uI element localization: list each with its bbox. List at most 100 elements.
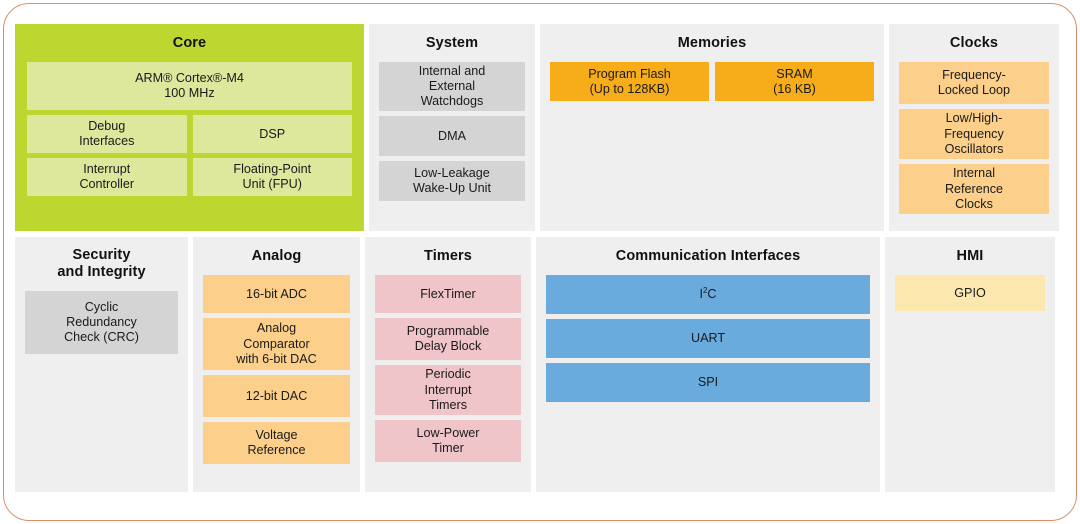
- block-line-1: SRAM: [776, 66, 813, 81]
- core-block-pair-2: Interrupt Controller Floating-Point Unit…: [27, 158, 352, 197]
- panel-hmi: HMI GPIO: [885, 237, 1055, 492]
- block-flextimer[interactable]: FlexTimer: [375, 275, 521, 314]
- block-16-bit-adc[interactable]: 16-bit ADC: [203, 275, 350, 314]
- block-line-2: Redundancy: [66, 315, 137, 330]
- block-spi[interactable]: SPI: [546, 363, 870, 403]
- panel-title-clocks: Clocks: [949, 35, 999, 51]
- clocks-block-list: Frequency- Locked Loop Low/High- Frequen…: [899, 62, 1049, 215]
- block-i2c[interactable]: I2C: [546, 275, 870, 315]
- block-line-1: Periodic: [425, 367, 471, 382]
- block-interrupt-controller[interactable]: Interrupt Controller: [27, 158, 187, 197]
- block-label-pre: SPI: [697, 375, 719, 390]
- panel-analog: Analog 16-bit ADC Analog Comparator with…: [193, 237, 360, 492]
- block-analog-comparator[interactable]: Analog Comparator with 6-bit DAC: [203, 318, 350, 371]
- block-line-1: GPIO: [954, 285, 986, 300]
- system-block-list: Internal and External Watchdogs DMA Low-…: [379, 62, 525, 202]
- block-internal-reference-clocks[interactable]: Internal Reference Clocks: [899, 164, 1049, 215]
- memories-block-list: Program Flash (Up to 128KB) SRAM (16 KB): [550, 62, 874, 102]
- panel-title-hmi: HMI: [956, 248, 984, 264]
- panel-clocks: Clocks Frequency- Locked Loop Low/High- …: [889, 24, 1059, 231]
- block-line-2: Delay Block: [414, 339, 482, 354]
- panel-timers: Timers FlexTimer Programmable Delay Bloc…: [365, 237, 531, 492]
- block-line-1: Programmable: [406, 324, 490, 338]
- block-label-pre: UART: [690, 331, 726, 346]
- block-line-2: Reference: [247, 443, 306, 458]
- block-low-leakage-wakeup-unit[interactable]: Low-Leakage Wake-Up Unit: [379, 161, 525, 202]
- block-line-2: Timer: [432, 441, 464, 456]
- block-label-pre: I: [699, 287, 704, 302]
- block-line-1: ARM® Cortex®-M4: [135, 71, 244, 85]
- diagram-row-top: Core ARM® Cortex®-M4 100 MHz Debug Inter…: [15, 24, 1065, 231]
- block-line-1: 16-bit ADC: [246, 286, 307, 301]
- block-line-2: (Up to 128KB): [589, 81, 670, 96]
- block-gpio[interactable]: GPIO: [895, 275, 1045, 312]
- block-line-2: External: [428, 79, 476, 94]
- block-program-flash[interactable]: Program Flash (Up to 128KB): [550, 62, 709, 102]
- block-line-2: Unit (FPU): [242, 177, 302, 192]
- panel-title-line-2: and Integrity: [57, 264, 146, 281]
- block-line-1: DMA: [438, 128, 466, 143]
- block-dsp[interactable]: DSP: [192, 115, 352, 154]
- block-line-1: Low-Power: [416, 426, 480, 440]
- block-line-2: Controller: [79, 177, 135, 192]
- core-block-pair-1: Debug Interfaces DSP: [27, 115, 352, 154]
- block-low-power-timer[interactable]: Low-Power Timer: [375, 420, 521, 463]
- block-cyclic-redundancy-check[interactable]: Cyclic Redundancy Check (CRC): [25, 291, 178, 355]
- block-line-2: 100 MHz: [164, 86, 215, 101]
- panel-title-core: Core: [172, 35, 207, 51]
- block-label-post: C: [707, 287, 717, 302]
- block-programmable-delay-block[interactable]: Programmable Delay Block: [375, 318, 521, 361]
- diagram-row-bottom: Security and Integrity Cyclic Redundancy…: [15, 237, 1065, 492]
- block-sram[interactable]: SRAM (16 KB): [715, 62, 874, 102]
- block-line-1: Interrupt: [83, 162, 131, 176]
- panel-title-communication-interfaces: Communication Interfaces: [615, 248, 801, 264]
- block-line-1: Analog: [256, 321, 297, 336]
- block-frequency-locked-loop[interactable]: Frequency- Locked Loop: [899, 62, 1049, 105]
- panel-security-and-integrity: Security and Integrity Cyclic Redundancy…: [15, 237, 188, 492]
- block-line-2: Frequency: [944, 126, 1004, 141]
- block-line-2: Wake-Up Unit: [413, 181, 491, 196]
- block-line-1: Low-Leakage: [414, 166, 490, 180]
- block-line-1: DSP: [259, 126, 286, 141]
- panel-core: Core ARM® Cortex®-M4 100 MHz Debug Inter…: [15, 24, 364, 231]
- block-dma[interactable]: DMA: [379, 116, 525, 157]
- block-arm-cortex-m4[interactable]: ARM® Cortex®-M4 100 MHz: [27, 62, 352, 111]
- block-debug-interfaces[interactable]: Debug Interfaces: [27, 115, 187, 154]
- block-line-3: Check (CRC): [64, 330, 139, 345]
- block-label-superscript: 2: [703, 285, 708, 295]
- panel-system: System Internal and External Watchdogs D…: [369, 24, 535, 231]
- block-low-high-frequency-oscillators[interactable]: Low/High- Frequency Oscillators: [899, 109, 1049, 160]
- block-periodic-interrupt-timers[interactable]: Periodic Interrupt Timers: [375, 365, 521, 416]
- block-line-1: Cyclic: [84, 300, 119, 315]
- panel-title-timers: Timers: [424, 248, 472, 264]
- block-line-2: Reference: [944, 181, 1004, 196]
- block-line-3: Clocks: [955, 196, 993, 211]
- panel-title-analog: Analog: [251, 248, 302, 264]
- panel-title-system: System: [425, 35, 479, 51]
- panel-title-memories: Memories: [677, 35, 747, 51]
- block-uart[interactable]: UART: [546, 319, 870, 359]
- core-block-list: ARM® Cortex®-M4 100 MHz Debug Interfaces: [27, 62, 352, 197]
- block-line-2: Interfaces: [79, 134, 135, 149]
- block-line-2: Comparator: [243, 336, 310, 351]
- block-line-3: Timers: [428, 397, 467, 412]
- security-block-list: Cyclic Redundancy Check (CRC): [25, 291, 178, 355]
- block-floating-point-unit[interactable]: Floating-Point Unit (FPU): [192, 158, 352, 197]
- block-line-3: Oscillators: [944, 141, 1004, 156]
- timers-block-list: FlexTimer Programmable Delay Block Perio…: [375, 275, 521, 463]
- diagram-canvas: Core ARM® Cortex®-M4 100 MHz Debug Inter…: [15, 24, 1065, 492]
- block-12-bit-dac[interactable]: 12-bit DAC: [203, 375, 350, 418]
- block-watchdogs[interactable]: Internal and External Watchdogs: [379, 62, 525, 112]
- block-line-2: (16 KB): [773, 81, 816, 96]
- communication-block-list: I2C UART SPI: [546, 275, 870, 403]
- block-line-1: Frequency-: [942, 68, 1006, 82]
- block-voltage-reference[interactable]: Voltage Reference: [203, 422, 350, 465]
- block-line-1: Internal: [952, 166, 995, 181]
- block-line-2: Locked Loop: [937, 83, 1011, 98]
- block-line-3: Watchdogs: [420, 94, 484, 109]
- block-line-1: 12-bit DAC: [245, 388, 308, 403]
- hmi-block-list: GPIO: [895, 275, 1045, 312]
- panel-communication-interfaces: Communication Interfaces I2C UART SPI: [536, 237, 880, 492]
- block-line-1: Debug: [88, 119, 126, 133]
